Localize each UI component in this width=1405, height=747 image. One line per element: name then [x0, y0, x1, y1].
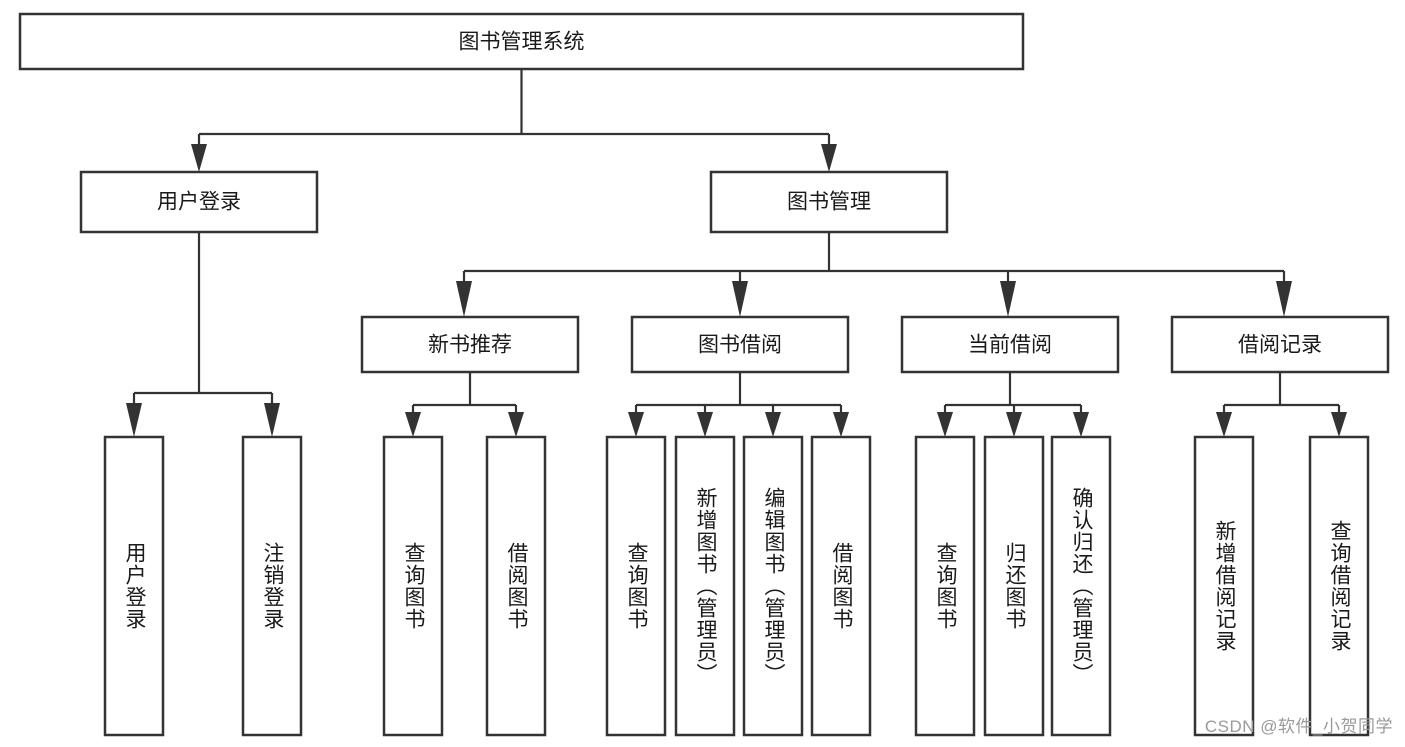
leaf-box[interactable]	[605, 435, 667, 737]
node-book-management[interactable]: 图书管理	[709, 170, 949, 234]
node-label-book-borrow: 图书借阅	[698, 334, 782, 357]
connector-books-to-level2	[456, 232, 1292, 317]
node-book-borrow[interactable]: 图书借阅	[630, 315, 850, 374]
arrow-head-icon	[1216, 412, 1232, 437]
connector-records-to-leaves	[1216, 372, 1347, 437]
leaf-box[interactable]	[914, 435, 976, 737]
arrow-head-icon	[833, 412, 849, 437]
arrow-head-icon	[191, 144, 207, 172]
node-label-borrow-records: 借阅记录	[1238, 334, 1322, 357]
leaf-box[interactable]	[1308, 435, 1370, 737]
arrow-head-icon	[821, 144, 837, 172]
leaf-box[interactable]	[810, 435, 872, 737]
arrow-head-icon	[1000, 281, 1016, 317]
arrow-head-icon	[732, 281, 748, 317]
node-root-system[interactable]: 图书管理系统	[18, 12, 1025, 71]
arrow-head-icon	[264, 403, 280, 437]
node-label-book-management: 图书管理	[787, 191, 871, 214]
leaf-box[interactable]	[241, 435, 303, 737]
leaf-boxes	[103, 435, 1370, 737]
leaf-box[interactable]	[485, 435, 547, 737]
leaf-box[interactable]	[674, 435, 736, 737]
connector-current-to-leaves	[937, 372, 1089, 437]
arrow-head-icon	[508, 412, 524, 437]
leaf-box[interactable]	[103, 435, 165, 737]
arrow-head-icon	[1331, 412, 1347, 437]
arrow-head-icon	[126, 403, 142, 437]
connector-root-to-level1	[191, 69, 837, 172]
arrow-head-icon	[1006, 412, 1022, 437]
arrow-head-icon	[697, 412, 713, 437]
node-borrow-records[interactable]: 借阅记录	[1170, 315, 1390, 374]
leaf-box[interactable]	[1050, 435, 1112, 737]
arrow-head-icon	[765, 412, 781, 437]
connector-borrow-to-leaves	[628, 372, 849, 437]
connector-login-to-leaves	[126, 232, 280, 437]
node-label-root: 图书管理系统	[459, 31, 585, 54]
node-label-new-book-recommend: 新书推荐	[428, 334, 512, 357]
arrow-head-icon	[456, 281, 472, 317]
node-label-current-borrow: 当前借阅	[968, 334, 1052, 357]
node-current-borrow[interactable]: 当前借阅	[900, 315, 1120, 374]
arrow-head-icon	[405, 412, 421, 437]
arrow-head-icon	[1073, 412, 1089, 437]
arrow-head-icon	[628, 412, 644, 437]
leaf-box[interactable]	[742, 435, 804, 737]
watermark-text: CSDN @软件_小贺同学	[1204, 717, 1393, 736]
node-label-user-login: 用户登录	[157, 191, 241, 214]
leaf-box[interactable]	[1193, 435, 1255, 737]
arrow-head-icon	[1276, 281, 1292, 317]
node-new-book-recommend[interactable]: 新书推荐	[360, 315, 580, 374]
node-user-login[interactable]: 用户登录	[79, 170, 319, 234]
leaf-box[interactable]	[983, 435, 1045, 737]
connector-newbooks-to-leaves	[405, 372, 524, 437]
leaf-box[interactable]	[382, 435, 444, 737]
arrow-head-icon	[937, 412, 953, 437]
